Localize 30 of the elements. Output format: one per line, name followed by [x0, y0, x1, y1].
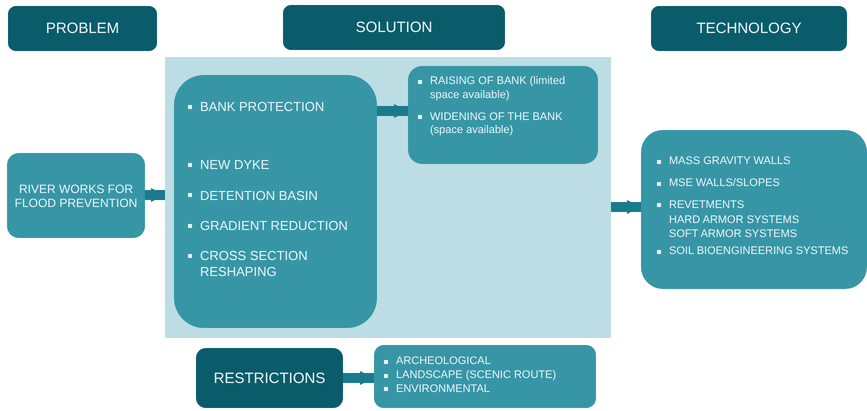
list-box: [374, 345, 596, 408]
solution-panel: [165, 57, 611, 338]
heading-box: TECHNOLOGY: [651, 6, 847, 51]
list-item-text: HARD ARMOR SYSTEMS: [669, 214, 800, 228]
list-item-text: MSE WALLS/SLOPES: [669, 176, 780, 190]
list-box: [641, 130, 867, 289]
list-item-text: WIDENING OF THE BANK (space available): [430, 110, 564, 138]
list-item-text: LANDSCAPE (SCENIC ROUTE): [396, 368, 556, 382]
arrow: [611, 200, 641, 214]
list-item-text: SOIL BIOENGINEERING SYSTEMS: [669, 244, 848, 258]
heading-box: RIVER WORKS FOR FLOOD PREVENTION: [7, 153, 145, 238]
list-box: [408, 66, 598, 164]
arrow: [377, 104, 408, 118]
list-item-text: BANK PROTECTION: [200, 99, 324, 116]
list-item-text: REVETMENTS: [669, 198, 744, 212]
heading-box: SOLUTION: [283, 5, 505, 50]
list-item-text: MASS GRAVITY WALLS: [669, 155, 790, 169]
list-item-text: DETENTION BASIN: [200, 188, 318, 204]
list-item-text: CROSS SECTION RESHAPING: [200, 248, 309, 280]
list-item-text: GRADIENT REDUCTION: [200, 218, 348, 234]
list-item-text: SOFT ARMOR SYSTEMS: [669, 228, 798, 242]
list-item-text: ENVIRONMENTAL: [396, 382, 490, 396]
arrow: [343, 371, 374, 385]
heading-box: RESTRICTIONS: [196, 348, 343, 408]
list-item-text: NEW DYKE: [200, 157, 270, 174]
heading-box: PROBLEM: [8, 6, 157, 51]
list-item-text: RAISING OF BANK (limited space available): [430, 75, 566, 102]
list-box: [174, 75, 377, 328]
arrow: [145, 188, 165, 202]
list-item-text: ARCHEOLOGICAL: [396, 355, 491, 369]
